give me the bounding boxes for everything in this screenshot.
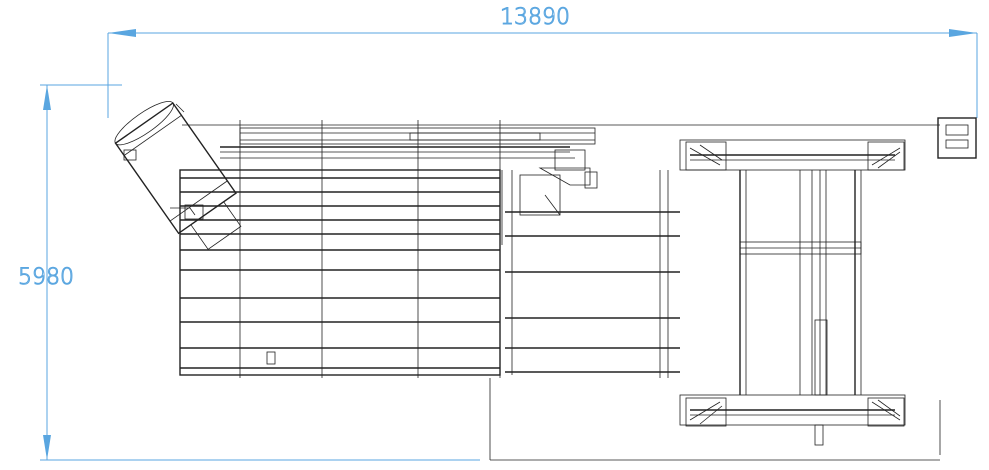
width-arrow-left-icon <box>108 29 136 37</box>
dimension-annotations: 13890 5980 <box>18 5 978 461</box>
width-arrow-right-icon <box>949 29 977 37</box>
main-frame-rungs <box>180 177 500 369</box>
main-frame-border <box>179 169 501 376</box>
corner-unit-bottom-right <box>867 397 905 427</box>
height-arrow-top-icon <box>43 85 51 110</box>
transfer-section <box>489 149 940 461</box>
height-dimension-label: 5980 <box>18 265 74 290</box>
width-dimension-label: 13890 <box>500 5 570 30</box>
corner-unit-top-right <box>867 141 905 171</box>
corner-unit-top-left <box>685 141 727 171</box>
corner-unit-bottom-left <box>685 397 727 427</box>
top-rail <box>182 124 940 159</box>
main-frame-posts <box>239 120 501 378</box>
height-arrow-bottom-icon <box>43 435 51 460</box>
control-cabinet <box>937 117 977 455</box>
transfer-section-rungs <box>505 211 680 373</box>
right-station <box>679 139 906 446</box>
main-frame <box>179 120 501 378</box>
